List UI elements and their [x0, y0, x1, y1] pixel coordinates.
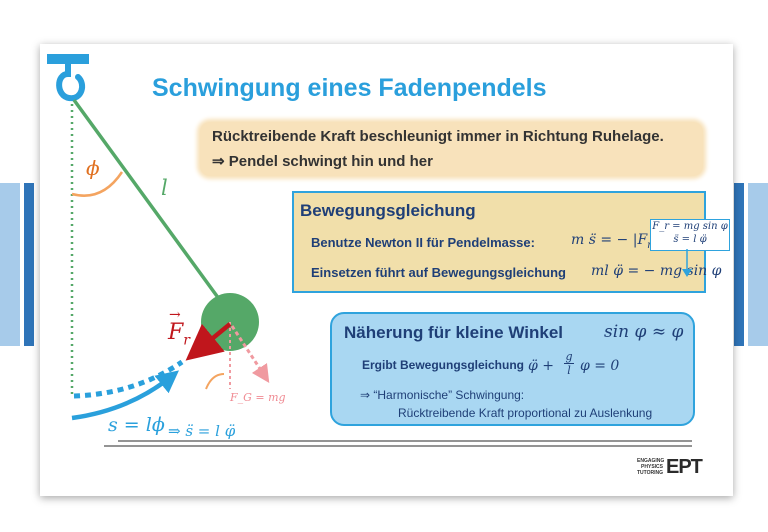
ept-logo: ENGAGING PHYSICS TUTORING EPT: [637, 456, 703, 482]
gravity-arrow: [230, 325, 270, 384]
note-line-2: ⇒ Pendel schwingt hin und her: [212, 153, 433, 170]
side-bar-left-dark: [24, 183, 34, 346]
displacement-arc: [73, 359, 184, 399]
logo-mark: EPT: [666, 456, 703, 478]
equation-of-motion-box: Bewegungsgleichung Benutze Newton II für…: [292, 191, 721, 293]
slide-title: Schwingung eines Fadenpendels: [152, 74, 547, 102]
side-bar-right-dark: [734, 183, 744, 346]
arc-length-label: s = lϕ: [108, 414, 165, 436]
small-angle-equation: sin φ ≈ φ: [604, 322, 684, 342]
newton-equation: m s̈ = − |Fr|: [571, 232, 657, 251]
note-line-1: Rücktreibende Kraft beschleunigt immer i…: [212, 128, 664, 145]
proportional-line: Rücktreibende Kraft proportional zu Ausl…: [398, 406, 653, 420]
result-text: Ergibt Bewegungsgleichung: [362, 358, 525, 372]
gravity-label: F_G = mg: [230, 391, 286, 404]
fraction-numerator: g: [564, 350, 574, 364]
hint-line-1: F_r = mg sin φ: [652, 221, 728, 232]
fraction-denominator: l: [567, 364, 571, 377]
pendulum-equation: ml φ̈ = − mg sin φ: [591, 263, 722, 279]
restoring-force-arrow: [185, 322, 232, 361]
insert-text: Einsetzen führt auf Bewegungsgleichung: [311, 265, 566, 280]
approximation-heading: Näherung für kleine Winkel: [344, 323, 563, 342]
angle-arc: [71, 171, 124, 197]
force-symbol: F: [168, 320, 184, 345]
harmonic-eq-part-b: φ = 0: [580, 358, 620, 374]
logo-line-2: PHYSICS: [641, 464, 663, 470]
right-angle-marker: [205, 373, 225, 390]
harmonic-line: ⇒ “Harmonische” Schwingung:: [360, 388, 525, 402]
ceiling-hook-icon: [47, 54, 89, 102]
logo-line-3: TUTORING: [637, 470, 664, 476]
small-angle-box: Näherung für kleine Winkel sin φ ≈ φ Erg…: [330, 312, 695, 426]
hint-line-2: s̈ = l φ̈: [673, 234, 707, 245]
slide: Schwingung eines Fadenpendels: [40, 44, 733, 496]
angle-label: ϕ: [86, 156, 100, 180]
equation-box-heading: Bewegungsgleichung: [300, 201, 476, 220]
force-vector-arrow-icon: →: [169, 307, 181, 323]
newton-equation-main: m s̈ = − |F: [571, 232, 648, 248]
force-label: → Fr: [168, 307, 190, 349]
hint-connector-arrow: [682, 249, 692, 277]
logo-line-1: ENGAGING: [637, 458, 665, 464]
force-subscript: r: [183, 332, 190, 349]
pendulum-string: [72, 98, 232, 316]
side-bar-left-light: [0, 183, 20, 346]
displacement-arrow: [71, 370, 179, 421]
side-bar-right-light: [748, 183, 768, 346]
logo-tagline: ENGAGING PHYSICS TUTORING: [637, 458, 665, 476]
newton-equation-sub: r: [647, 240, 652, 251]
pendulum-diagram: [47, 54, 692, 447]
length-label: l: [161, 176, 168, 200]
harmonic-eq-part-a: φ̈ +: [528, 358, 554, 374]
acceleration-label: ⇒ s̈ = l φ̈: [168, 422, 236, 440]
newton-text: Benutze Newton II für Pendelmasse:: [311, 235, 535, 250]
substitution-hint: F_r = mg sin φ s̈ = l φ̈: [650, 219, 730, 251]
key-statement-note: Rücktreibende Kraft beschleunigt immer i…: [200, 122, 703, 176]
harmonic-eq-fraction: g l: [564, 350, 574, 377]
